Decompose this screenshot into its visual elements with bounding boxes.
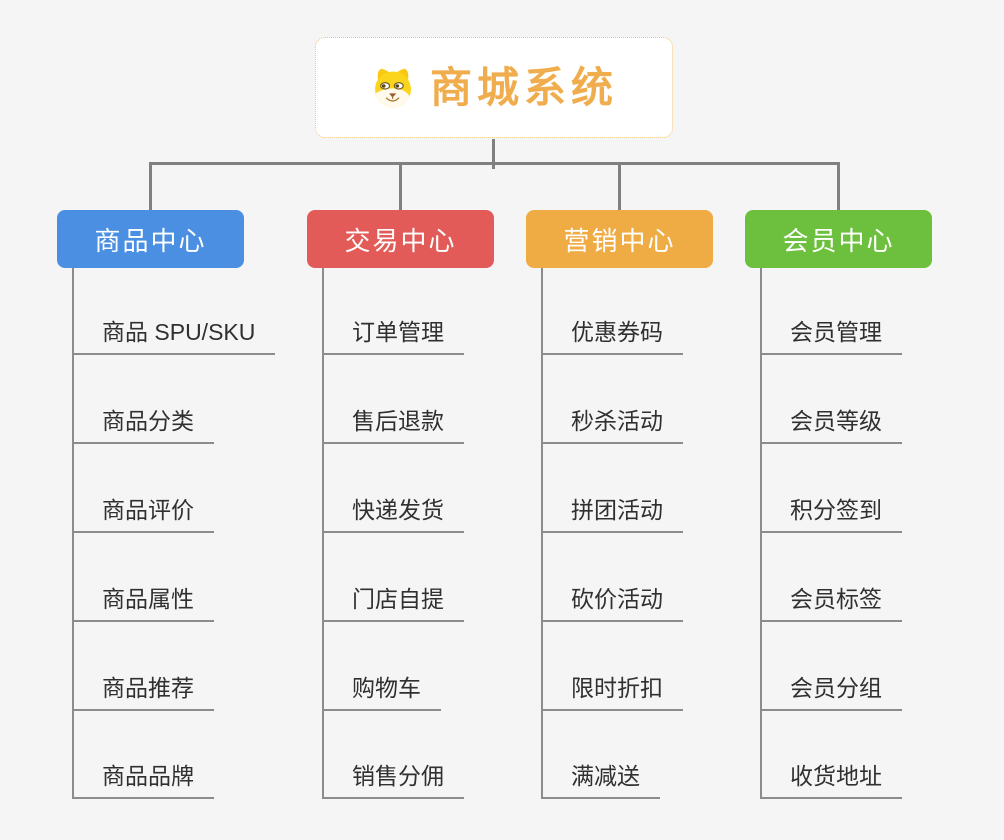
child-topic-label: 快递发货 bbox=[352, 497, 444, 523]
child-topic[interactable]: 门店自提 bbox=[322, 584, 464, 622]
branch-connector-stub bbox=[837, 163, 840, 210]
child-topic[interactable]: 收货地址 bbox=[760, 761, 902, 799]
child-topic[interactable]: 商品品牌 bbox=[72, 761, 214, 799]
child-topic[interactable]: 商品属性 bbox=[72, 584, 214, 622]
child-topic[interactable]: 快递发货 bbox=[322, 495, 464, 533]
child-topic-label: 会员管理 bbox=[790, 319, 882, 345]
child-topic-label: 会员标签 bbox=[790, 586, 882, 612]
child-topic[interactable]: 商品评价 bbox=[72, 495, 214, 533]
child-topic-label: 限时折扣 bbox=[571, 675, 663, 701]
root-topic[interactable]: 商城系统 bbox=[315, 37, 673, 138]
child-topic-label: 售后退款 bbox=[352, 408, 444, 434]
child-topic-label: 商品属性 bbox=[102, 586, 194, 612]
child-topic[interactable]: 优惠券码 bbox=[541, 317, 683, 355]
child-topic-label: 砍价活动 bbox=[571, 586, 663, 612]
child-topic-label: 门店自提 bbox=[352, 586, 444, 612]
branch-connector-stub bbox=[618, 163, 621, 210]
child-topic[interactable]: 会员标签 bbox=[760, 584, 902, 622]
child-topic[interactable]: 拼团活动 bbox=[541, 495, 683, 533]
child-topic-label: 收货地址 bbox=[790, 763, 882, 789]
child-topic-label: 满减送 bbox=[571, 763, 640, 789]
hub-connector-line bbox=[149, 162, 840, 165]
child-topic-label: 拼团活动 bbox=[571, 497, 663, 523]
branch-connector-stub bbox=[399, 163, 402, 210]
child-topic-label: 会员分组 bbox=[790, 675, 882, 701]
child-topic-label: 订单管理 bbox=[352, 319, 444, 345]
branch-connector-stub bbox=[149, 163, 152, 210]
child-topic-label: 商品分类 bbox=[102, 408, 194, 434]
child-topic[interactable]: 积分签到 bbox=[760, 495, 902, 533]
child-topic-label: 购物车 bbox=[352, 675, 421, 701]
child-topic-label: 商品推荐 bbox=[102, 675, 194, 701]
child-topic[interactable]: 商品分类 bbox=[72, 406, 214, 444]
child-topic-label: 会员等级 bbox=[790, 408, 882, 434]
child-topic-label: 商品评价 bbox=[102, 497, 194, 523]
branch-topic-1[interactable]: 商品中心 bbox=[57, 210, 244, 268]
child-topic[interactable]: 销售分佣 bbox=[322, 761, 464, 799]
branch-topic-label: 交易中心 bbox=[344, 225, 457, 256]
branch-topic-3[interactable]: 营销中心 bbox=[526, 210, 713, 268]
branch-topic-2[interactable]: 交易中心 bbox=[307, 210, 494, 268]
child-topic-label: 秒杀活动 bbox=[571, 408, 663, 434]
child-topic-label: 积分签到 bbox=[790, 497, 882, 523]
child-topic[interactable]: 满减送 bbox=[541, 761, 660, 799]
child-topic[interactable]: 商品 SPU/SKU bbox=[72, 317, 276, 355]
root-topic-title: 商城系统 bbox=[429, 63, 618, 111]
branch-trunk-line bbox=[541, 268, 543, 799]
child-topic-label: 商品 SPU/SKU bbox=[102, 319, 256, 345]
child-topic[interactable]: 限时折扣 bbox=[541, 673, 683, 711]
child-topic[interactable]: 购物车 bbox=[322, 673, 441, 711]
branch-trunk-line bbox=[760, 268, 762, 799]
child-topic[interactable]: 秒杀活动 bbox=[541, 406, 683, 444]
child-topic[interactable]: 商品推荐 bbox=[72, 673, 214, 711]
child-topic[interactable]: 会员分组 bbox=[760, 673, 902, 711]
child-topic[interactable]: 会员等级 bbox=[760, 406, 902, 444]
child-topic[interactable]: 会员管理 bbox=[760, 317, 902, 355]
branch-topic-label: 商品中心 bbox=[94, 225, 207, 256]
child-topic-label: 优惠券码 bbox=[571, 319, 663, 345]
child-topic[interactable]: 售后退款 bbox=[322, 406, 464, 444]
child-topic[interactable]: 订单管理 bbox=[322, 317, 464, 355]
dog-face-icon bbox=[375, 68, 411, 107]
child-topic[interactable]: 砍价活动 bbox=[541, 584, 683, 622]
branch-trunk-line bbox=[322, 268, 324, 799]
child-topic-label: 销售分佣 bbox=[352, 763, 444, 789]
branch-topic-label: 营销中心 bbox=[563, 225, 676, 256]
branch-trunk-line bbox=[72, 268, 74, 799]
root-connector-stub bbox=[492, 139, 495, 169]
child-topic-label: 商品品牌 bbox=[102, 763, 194, 789]
branch-topic-4[interactable]: 会员中心 bbox=[745, 210, 932, 268]
branch-topic-label: 会员中心 bbox=[782, 225, 895, 256]
